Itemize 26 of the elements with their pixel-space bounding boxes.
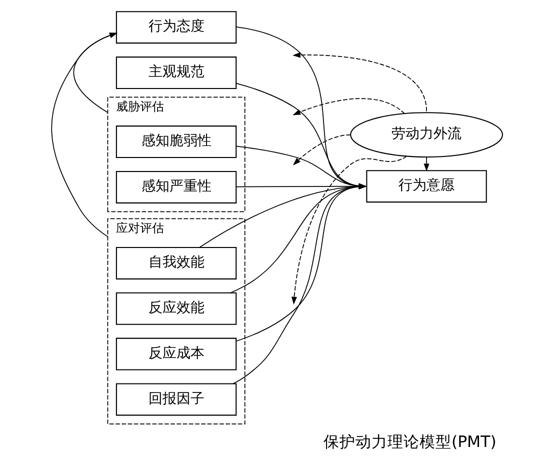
arrow [291, 155, 406, 305]
arrow [232, 184, 366, 384]
arrow [423, 156, 429, 172]
arrow [72, 32, 117, 113]
node-box: 行为意愿 [366, 170, 486, 203]
node-box: 自我效能 [115, 246, 236, 280]
node-box: 感知严重性 [115, 170, 236, 204]
node-box: 感知脆弱性 [115, 126, 236, 158]
arrow [230, 184, 366, 294]
node-box: 回报因子 [115, 383, 236, 416]
node-box: 反应效能 [115, 292, 236, 325]
arrow [235, 82, 366, 189]
caption: 保护动力理论模型(PMT) [322, 432, 496, 451]
arrow [235, 26, 366, 189]
arrow [292, 52, 426, 112]
arrow [235, 184, 366, 342]
arrow [50, 32, 117, 238]
node-ellipse: 劳动力外流 [350, 112, 503, 158]
arrow [292, 134, 350, 166]
arrow [235, 146, 366, 189]
arrow [198, 184, 366, 248]
node-box: 主观规范 [115, 56, 236, 90]
node-box: 反应成本 [115, 338, 236, 370]
arrow [236, 184, 366, 190]
node-box: 行为态度 [115, 11, 236, 44]
arrow [292, 98, 405, 116]
